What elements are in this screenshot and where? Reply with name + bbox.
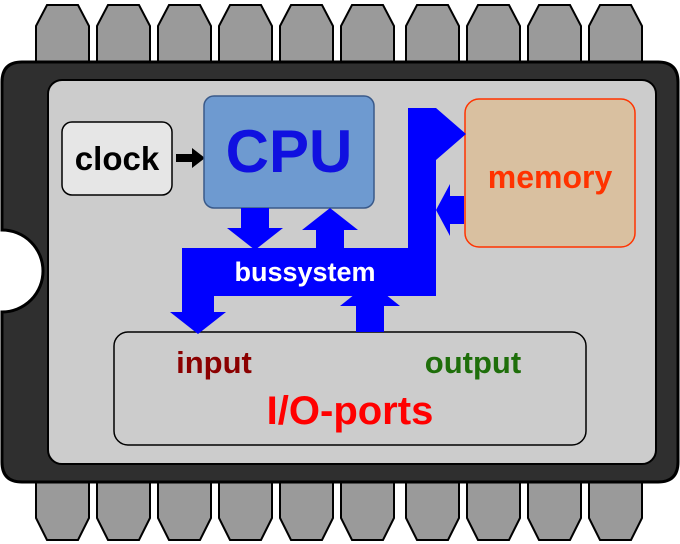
pin	[157, 477, 212, 541]
clock-box	[61, 121, 173, 196]
cpu-label: CPU	[226, 118, 353, 185]
clock-arrow	[176, 148, 205, 168]
bus-body	[182, 122, 436, 312]
output-to-bus-arrow	[340, 282, 400, 332]
io-ports-label: I/O-ports	[267, 389, 434, 433]
io-ports-box	[113, 331, 587, 446]
bus-to-input-arrow	[170, 312, 226, 334]
memory-box	[464, 98, 636, 248]
pin	[527, 4, 582, 65]
pin	[588, 477, 643, 541]
bus-to-memory-arrow	[408, 108, 466, 160]
pin	[35, 4, 90, 65]
pin	[405, 477, 460, 541]
bus-to-cpu-arrow	[302, 208, 358, 250]
pin	[466, 477, 521, 541]
memory-to-bus-arrow	[436, 184, 464, 236]
bottom-pins	[35, 477, 643, 541]
pin	[96, 4, 151, 65]
pin	[218, 4, 273, 65]
input-label: input	[176, 345, 252, 380]
pin	[340, 4, 395, 65]
pin	[466, 4, 521, 65]
top-pins	[35, 4, 643, 65]
pin	[279, 477, 334, 541]
cpu-to-bus-arrow	[227, 208, 283, 250]
pin	[218, 477, 273, 541]
clock-label: clock	[75, 140, 160, 177]
cpu-box	[203, 95, 375, 209]
output-label: output	[425, 345, 521, 380]
pin	[157, 4, 212, 65]
bus-system	[170, 108, 466, 334]
pin	[35, 477, 90, 541]
pin	[405, 4, 460, 65]
pin	[527, 477, 582, 541]
memory-label: memory	[488, 159, 613, 195]
pin	[588, 4, 643, 65]
pin	[96, 477, 151, 541]
pin	[279, 4, 334, 65]
bus-label: bussystem	[234, 257, 375, 287]
pin	[340, 477, 395, 541]
